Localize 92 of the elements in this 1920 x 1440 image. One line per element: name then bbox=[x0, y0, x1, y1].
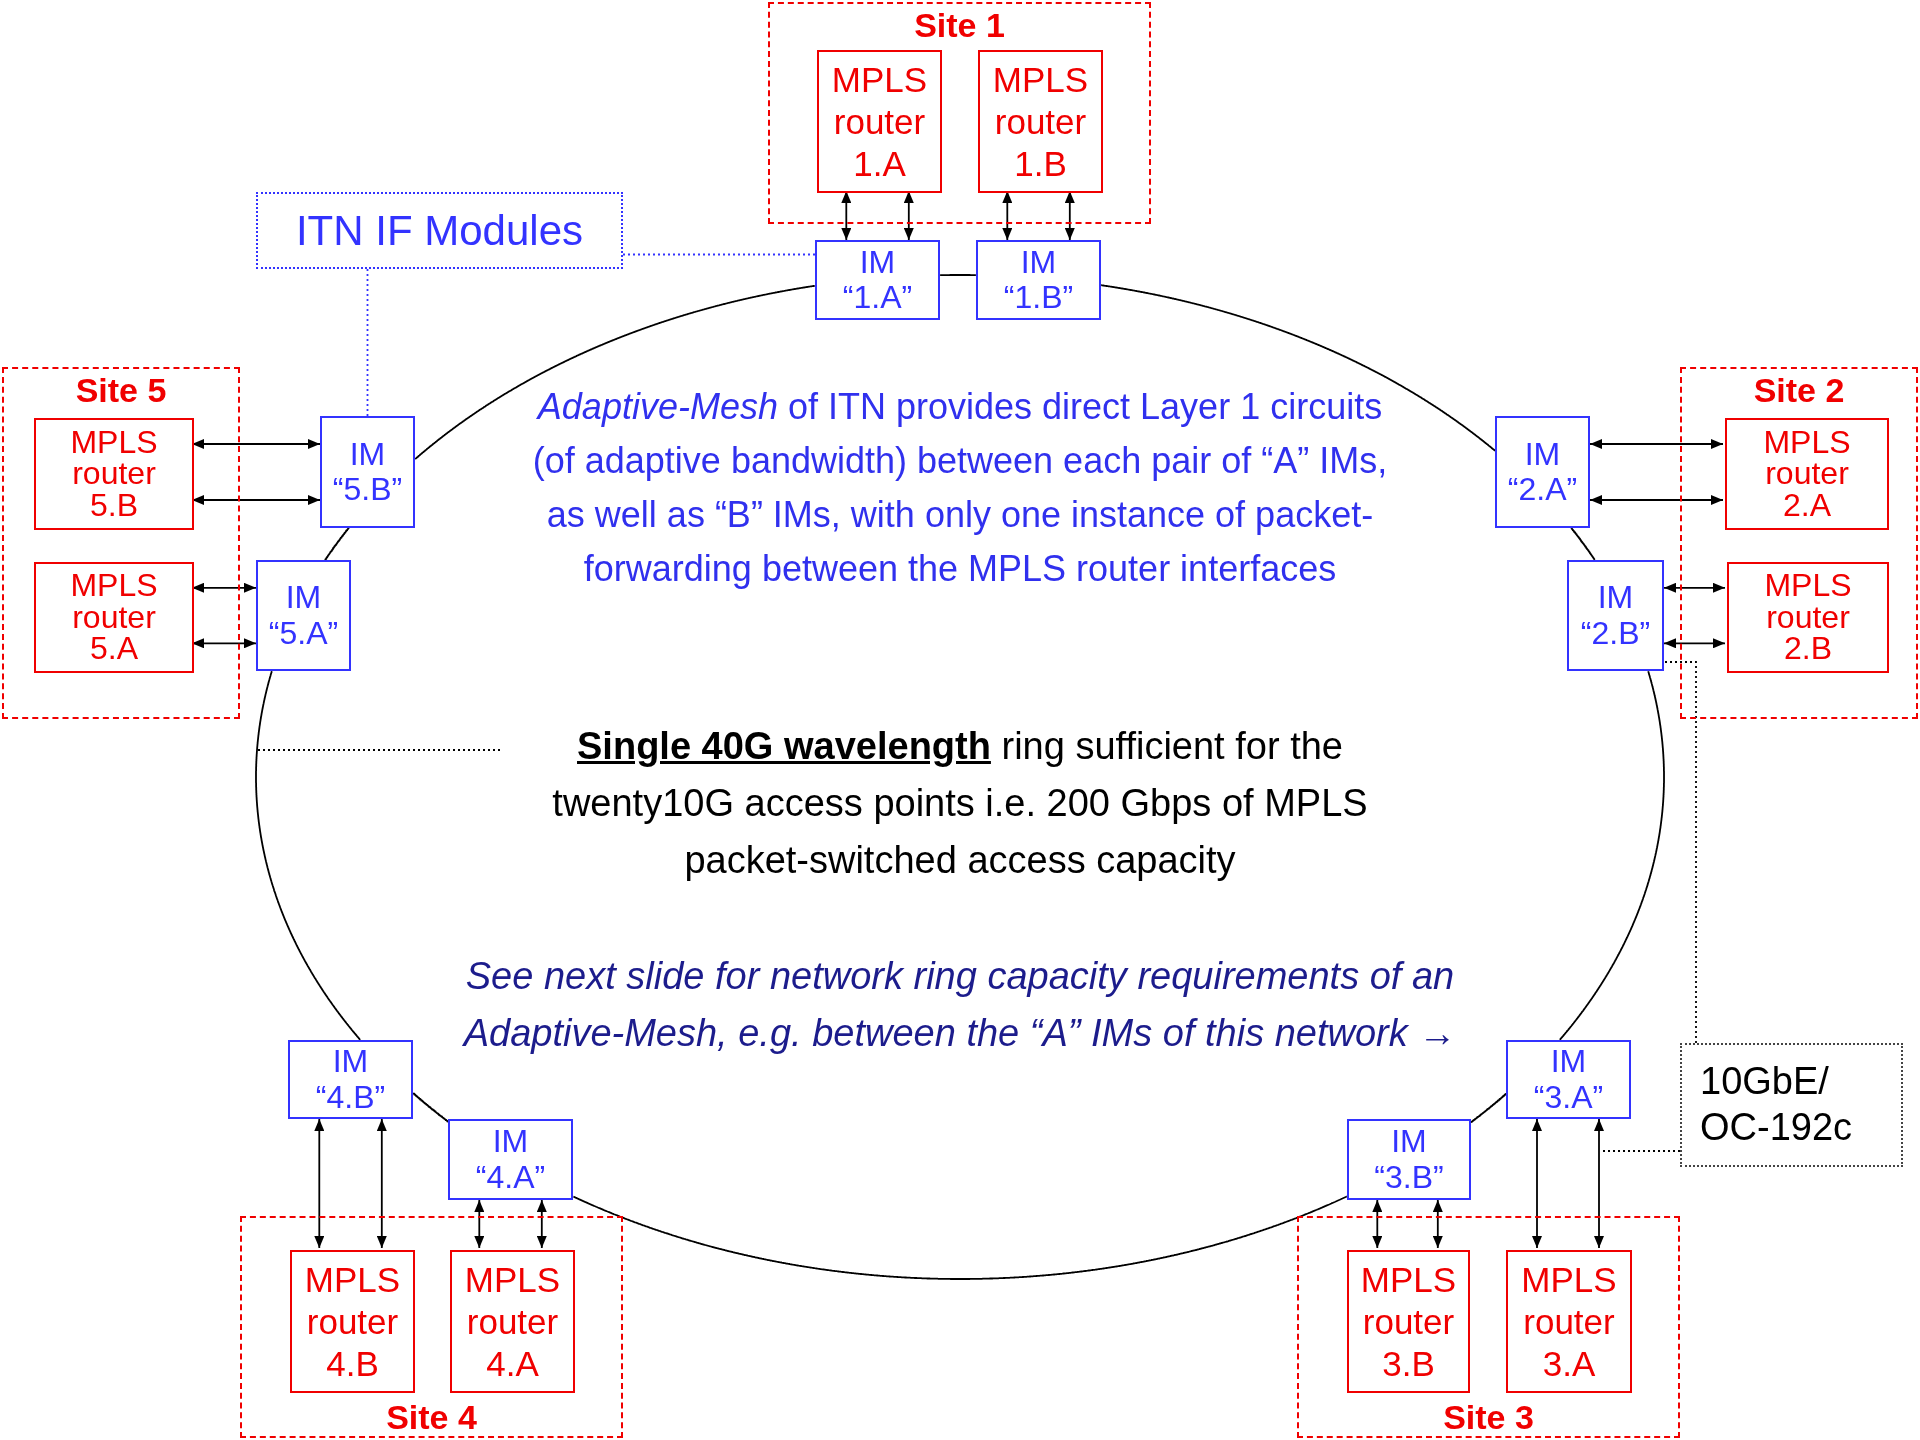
site-label: Site 3 bbox=[1442, 1398, 1535, 1436]
module-box bbox=[256, 560, 351, 671]
leader-line bbox=[622, 253, 816, 256]
ring-line bbox=[324, 527, 350, 561]
router-label: MPLS router 1.A bbox=[831, 58, 928, 185]
site-box bbox=[2, 367, 240, 719]
module-label: IM “3.B” bbox=[1374, 1124, 1444, 1195]
arrow bbox=[1589, 439, 1724, 449]
router-label: MPLS router 5.B bbox=[70, 426, 158, 522]
router-label: MPLS router 2.A bbox=[1763, 426, 1851, 522]
arrow bbox=[1002, 190, 1013, 241]
arrow bbox=[1432, 1199, 1443, 1249]
ring-line bbox=[1100, 284, 1496, 452]
site-label: Site 4 bbox=[385, 1398, 478, 1436]
arrow bbox=[1663, 638, 1726, 649]
ring-line bbox=[572, 1195, 1348, 1280]
arrow bbox=[1372, 1199, 1383, 1249]
router-label: MPLS router 1.B bbox=[992, 58, 1089, 185]
arrow bbox=[1663, 582, 1726, 593]
site-box bbox=[768, 2, 1151, 224]
router-box bbox=[1347, 1250, 1470, 1393]
site-label: Site 2 bbox=[1752, 371, 1846, 409]
router-label: MPLS router 3.A bbox=[1521, 1258, 1617, 1385]
router-box bbox=[1506, 1250, 1632, 1393]
description-text: Adaptive-Mesh of ITN provides direct Layer 1 circuits (of adaptive bandwidth) between each pair of “A” IMs, as well as “B” IMs, with only one instance of packet-forwarding between the MPLS router interfaces bbox=[531, 385, 1389, 591]
leader-line bbox=[257, 749, 501, 751]
ring-line bbox=[412, 1092, 449, 1123]
site-box bbox=[1297, 1216, 1680, 1438]
callout-box bbox=[1680, 1043, 1903, 1167]
arrow bbox=[191, 582, 257, 593]
callout-text: ITN IF Modules bbox=[295, 206, 584, 255]
arrow bbox=[314, 1118, 325, 1249]
arrow bbox=[1594, 1118, 1604, 1249]
leader-line bbox=[366, 268, 369, 417]
router-box bbox=[34, 562, 194, 673]
arrow bbox=[1589, 495, 1724, 505]
module-box bbox=[448, 1119, 573, 1200]
arrow bbox=[376, 1118, 387, 1249]
arrow bbox=[1064, 190, 1075, 241]
router-box bbox=[290, 1250, 415, 1393]
module-box bbox=[976, 240, 1101, 320]
site-box bbox=[240, 1216, 623, 1438]
leader-line bbox=[1663, 661, 1697, 1044]
site-label: Site 1 bbox=[913, 6, 1006, 44]
callout-box bbox=[256, 192, 623, 269]
router-label: MPLS router 4.A bbox=[464, 1258, 561, 1385]
module-label: IM “5.B” bbox=[332, 436, 403, 508]
description-text: See next slide for network ring capacity requirements of an Adaptive-Mesh, e.g. between the “A” IMs of this network → bbox=[461, 954, 1458, 1056]
module-box bbox=[1347, 1119, 1471, 1200]
ring-line bbox=[1570, 527, 1596, 561]
router-label: MPLS router 3.B bbox=[1360, 1258, 1457, 1385]
module-box bbox=[288, 1040, 413, 1119]
site-label: Site 5 bbox=[74, 371, 168, 409]
ring-line bbox=[255, 670, 362, 1041]
module-label: IM “3.A” bbox=[1533, 1044, 1604, 1115]
router-label: MPLS router 4.B bbox=[304, 1258, 401, 1385]
ring-line bbox=[1558, 670, 1665, 1041]
router-box bbox=[1725, 418, 1889, 530]
router-box bbox=[34, 418, 194, 530]
module-label: IM “2.A” bbox=[1507, 436, 1578, 508]
module-box bbox=[1567, 560, 1664, 671]
module-box bbox=[320, 416, 415, 528]
leader-line bbox=[1601, 1150, 1681, 1152]
router-label: MPLS router 2.B bbox=[1764, 570, 1852, 665]
module-label: IM “1.A” bbox=[842, 244, 913, 316]
module-box bbox=[1495, 416, 1590, 528]
module-label: IM “4.B” bbox=[315, 1044, 386, 1115]
router-box bbox=[450, 1250, 575, 1393]
ring-line bbox=[1470, 1093, 1507, 1124]
arrow bbox=[1532, 1118, 1542, 1249]
module-label: IM “1.B” bbox=[1003, 244, 1074, 316]
module-label: IM “4.A” bbox=[475, 1124, 546, 1195]
site-box bbox=[1680, 367, 1918, 719]
router-box bbox=[817, 50, 942, 193]
arrow bbox=[191, 439, 321, 449]
ring-line bbox=[939, 274, 977, 277]
module-label: IM “2.B” bbox=[1580, 580, 1651, 651]
ring-line bbox=[414, 284, 816, 460]
note-text: Single 40G wavelength ring sufficient for the twenty10G access points i.e. 200 Gbps of MPLS packet-switched access capacity bbox=[551, 724, 1369, 883]
router-box bbox=[1727, 562, 1889, 673]
router-label: MPLS router 5.A bbox=[70, 570, 158, 665]
callout-text: 10GbE/ OC-192c bbox=[1700, 1059, 1854, 1150]
arrow bbox=[191, 638, 257, 649]
module-label: IM “5.A” bbox=[268, 580, 339, 651]
arrow bbox=[474, 1199, 485, 1249]
router-box bbox=[978, 50, 1103, 193]
arrow bbox=[191, 495, 321, 505]
arrow bbox=[536, 1199, 547, 1249]
module-box bbox=[1506, 1040, 1631, 1119]
module-box bbox=[815, 240, 940, 320]
arrow bbox=[841, 190, 852, 241]
arrow bbox=[903, 190, 914, 241]
